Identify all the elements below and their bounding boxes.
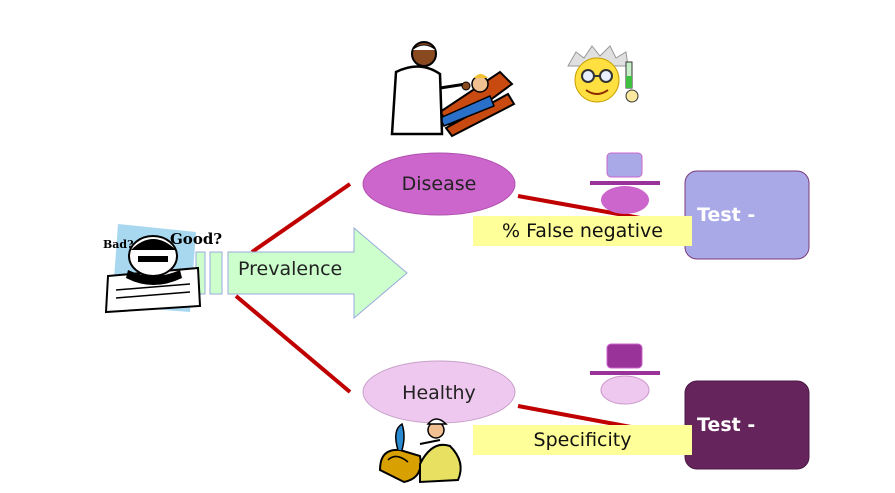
svg-text:Good?: Good?: [170, 230, 222, 248]
balance-icon: [590, 343, 660, 405]
prevalence-arrow: [195, 226, 408, 320]
prevalence-label: Prevalence: [238, 258, 343, 280]
snake-charmer-icon: [378, 418, 462, 484]
scientist-icon: [567, 45, 639, 103]
false-negative-box: % False negative: [473, 216, 692, 246]
balance-icon: [590, 152, 660, 214]
test-result-label: Test -: [697, 204, 756, 226]
healthy-label: Healthy: [402, 382, 476, 404]
student-exam-icon: Bad? Good?: [103, 224, 222, 314]
disease-label: Disease: [401, 173, 477, 195]
svg-text:Bad?: Bad?: [103, 238, 134, 251]
specificity-box: Specificity: [473, 425, 692, 455]
test-box-disease: [684, 170, 810, 260]
disease-node: [362, 152, 516, 216]
dentist-icon: [390, 41, 516, 138]
test-result-label: Test -: [697, 414, 756, 436]
